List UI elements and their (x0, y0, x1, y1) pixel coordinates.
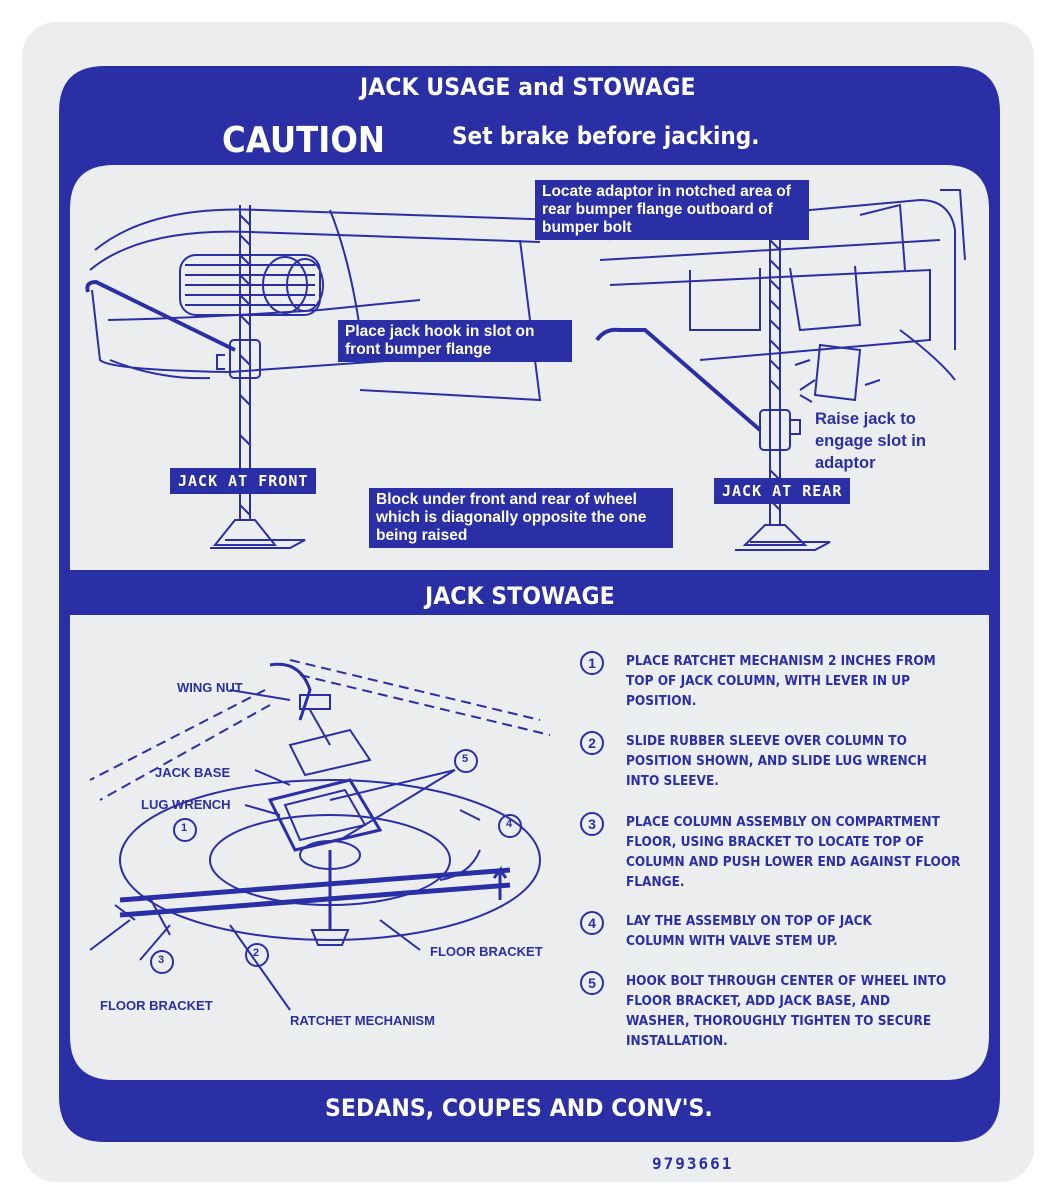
callout-wing-nut: WING NUT (177, 680, 243, 695)
diagram-number-3: 3 (158, 954, 165, 966)
jack-at-rear-tag: JACK AT REAR (714, 478, 851, 504)
stowage-step-2: 2 SLIDE RUBBER SLEEVE OVER COLUMN TO POS… (580, 731, 951, 791)
step-number: 3 (580, 812, 604, 836)
step-text: LAY THE ASSEMBLY ON TOP OF JACK COLUMN W… (626, 913, 872, 949)
rear-raise-note: Raise jack to engage slot in adaptor (815, 410, 926, 472)
stowage-title: JACK STOWAGE (425, 582, 615, 610)
rear-jack-drawing (595, 210, 831, 551)
front-hook-note: Place jack hook in slot on front bumper … (338, 320, 572, 362)
stowage-step-5: 5 HOOK BOLT THROUGH CENTER OF WHEEL INTO… (580, 971, 956, 1051)
step-text: HOOK BOLT THROUGH CENTER OF WHEEL INTO F… (626, 973, 947, 1049)
step-number: 2 (580, 731, 604, 755)
diagram-number-1: 1 (181, 822, 188, 834)
step-text: SLIDE RUBBER SLEEVE OVER COLUMN TO POSIT… (626, 733, 927, 789)
stowage-step-3: 3 PLACE COLUMN ASSEMBLY ON COMPARTMENT F… (580, 812, 986, 892)
callout-floor-bracket-left: FLOOR BRACKET (100, 998, 213, 1013)
callout-jack-base: JACK BASE (155, 765, 231, 780)
callout-ratchet-mechanism: RATCHET MECHANISM (290, 1013, 435, 1028)
models-footer: SEDANS, COUPES AND CONV'S. (325, 1094, 713, 1122)
diagram-number-2: 2 (253, 947, 260, 959)
diagram-number-5: 5 (462, 753, 469, 765)
block-wheel-note: Block under front and rear of wheel whic… (369, 488, 673, 548)
decal-title: JACK USAGE and STOWAGE (360, 73, 696, 101)
stowage-step-1: 1 PLACE RATCHET MECHANISM 2 INCHES FROM … (580, 651, 946, 711)
rear-adaptor-note: Locate adaptor in notched area of rear b… (535, 180, 809, 240)
step-text: PLACE COLUMN ASSEMBLY ON COMPARTMENT FLO… (626, 814, 961, 890)
diagram-number-4: 4 (506, 818, 513, 830)
stowage-step-4: 4 LAY THE ASSEMBLY ON TOP OF JACK COLUMN… (580, 911, 896, 951)
step-number: 1 (580, 651, 604, 675)
jack-at-front-tag: JACK AT FRONT (170, 468, 317, 494)
step-number: 5 (580, 971, 604, 995)
caution-label: CAUTION (222, 120, 385, 161)
front-jack-drawing (85, 205, 306, 549)
step-text: PLACE RATCHET MECHANISM 2 INCHES FROM TO… (626, 653, 936, 709)
part-number: 9793661 (652, 1154, 734, 1173)
caution-note: Set brake before jacking. (452, 122, 760, 150)
step-number: 4 (580, 911, 604, 935)
callout-lug-wrench: LUG WRENCH (141, 797, 231, 812)
callout-floor-bracket-right: FLOOR BRACKET (430, 944, 543, 959)
